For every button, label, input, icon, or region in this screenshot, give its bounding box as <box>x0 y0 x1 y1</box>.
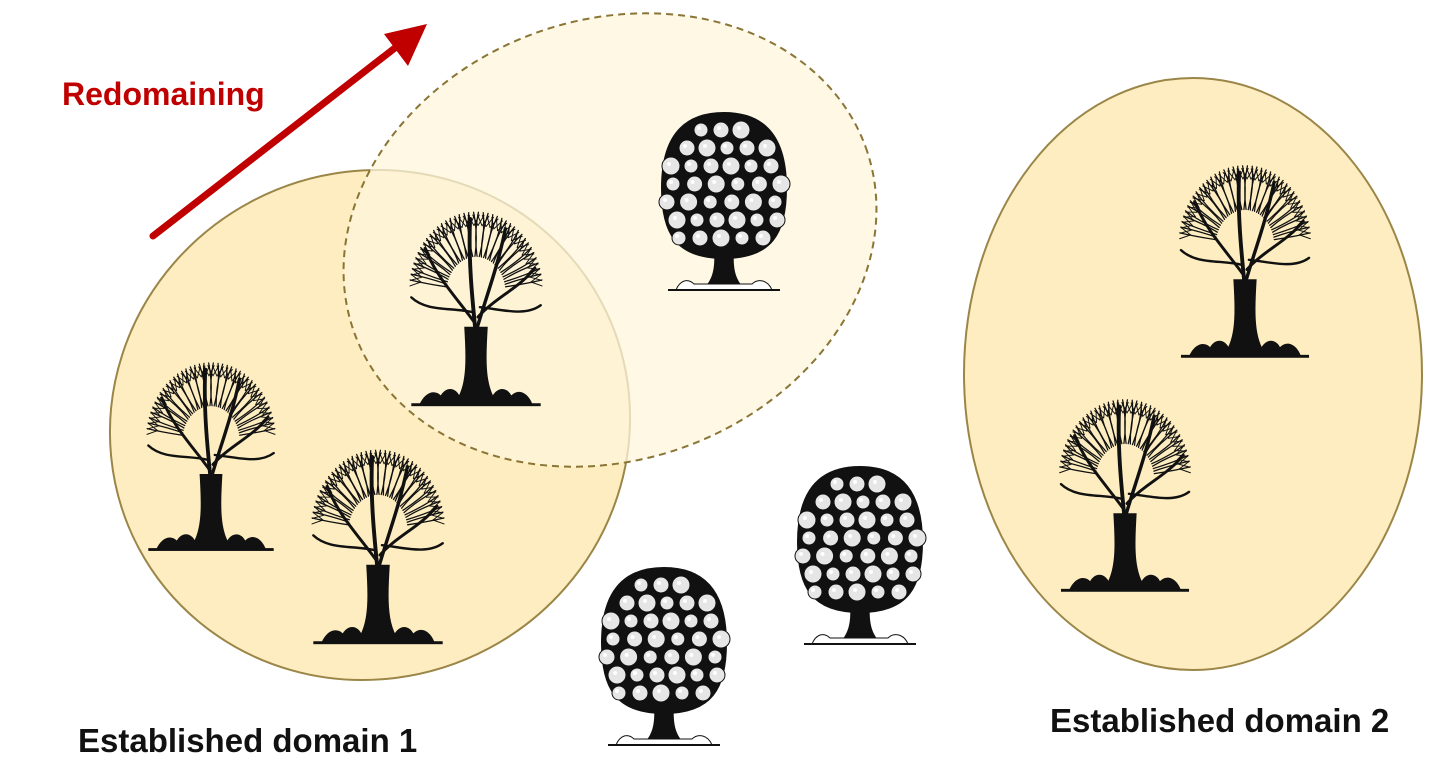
fruit-tree-bottom-icon <box>598 567 731 747</box>
fruit-tree-middle-icon <box>794 466 927 646</box>
established-domain-2-region <box>963 77 1423 671</box>
redomaining-label: Redomaining <box>62 76 265 112</box>
established-domain-2-label: Established domain 2 <box>1050 702 1390 739</box>
established-domain-1-label: Established domain 1 <box>78 722 418 759</box>
redomaining-arrow <box>149 24 427 240</box>
